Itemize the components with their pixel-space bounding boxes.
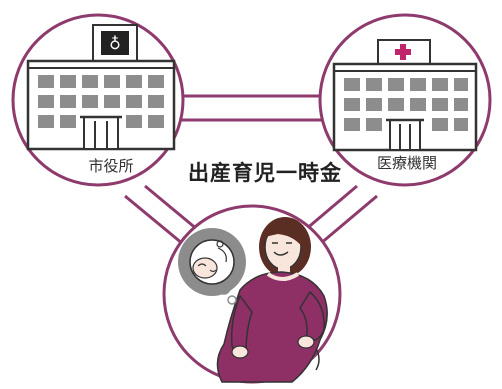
pregnant-mother-illustration (216, 217, 328, 383)
red-cross-icon (395, 44, 411, 60)
connector-right (304, 184, 378, 246)
medical-node (318, 13, 492, 187)
medical-label: 医療機関 (376, 155, 437, 172)
diagram-title: 出産育児一時金 (188, 162, 342, 185)
city-hall-building-icon: ♁ (26, 24, 176, 151)
mother-node (162, 204, 342, 384)
connector-top (182, 94, 322, 122)
hospital-building-icon (332, 39, 478, 152)
city-emblem-icon: ♁ (109, 34, 121, 53)
baby-icon (189, 239, 235, 285)
city-hall-label: 市役所 (88, 158, 134, 175)
thought-bubble (178, 228, 246, 305)
city-hall-node: ♁ (11, 13, 185, 187)
connector-left (124, 184, 199, 246)
